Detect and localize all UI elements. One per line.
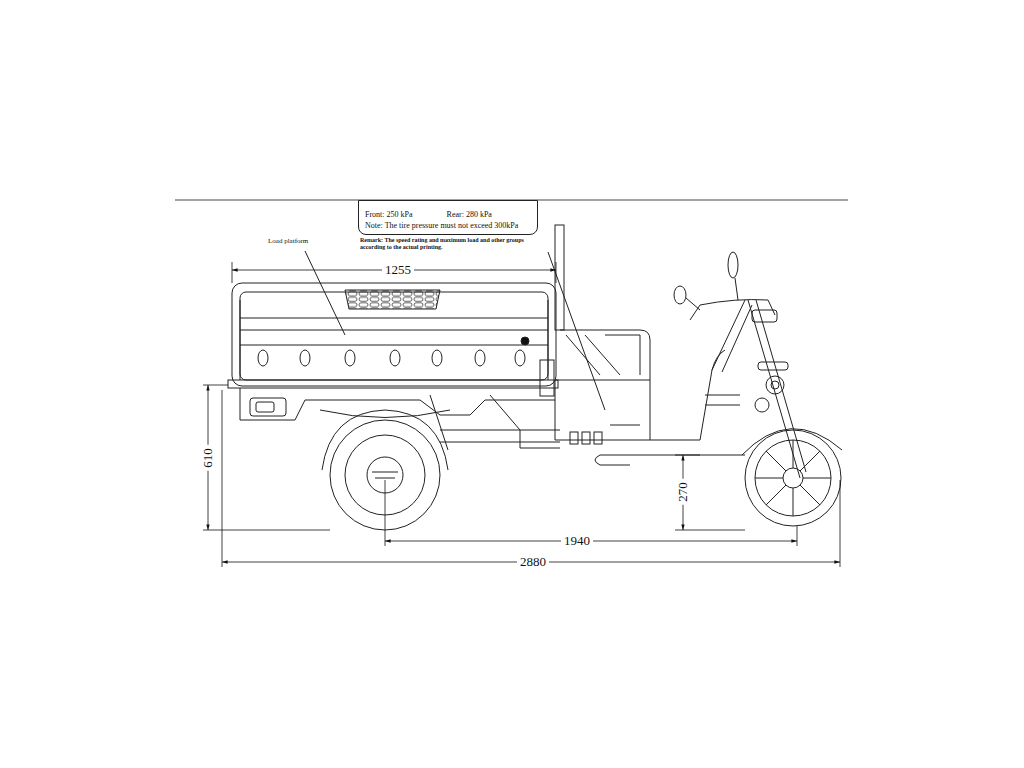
drawing-lines <box>175 200 848 530</box>
dimension-value: 270 <box>676 479 690 505</box>
pressure-note-text: Rear: 280 kPa <box>447 210 492 220</box>
dimension-value: 1940 <box>561 534 593 548</box>
dimension-value: 2880 <box>517 555 549 569</box>
pressure-note-text: Note: The tire pressure must not exceed … <box>365 221 531 231</box>
remark-note: Remark: The speed rating and maximum loa… <box>360 237 538 250</box>
dimension-value: 1255 <box>382 263 414 277</box>
dimension-value: 610 <box>201 445 215 471</box>
pressure-note-box: Front: 250 kPa Rear: 280 kPaNote: The tir… <box>358 200 538 235</box>
part-label: Load platform <box>268 238 308 246</box>
dimension-lines <box>203 262 840 567</box>
pressure-note-text: Front: 250 kPa <box>365 210 413 220</box>
